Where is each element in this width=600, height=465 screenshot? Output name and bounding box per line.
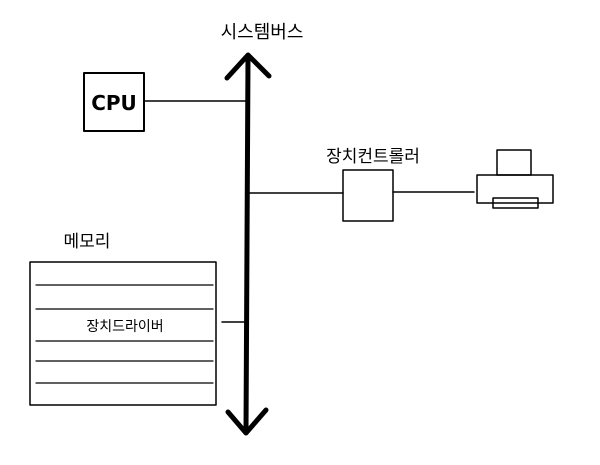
printer-icon <box>476 149 554 209</box>
cpu-label: CPU <box>91 91 137 115</box>
device-controller-label: 장치컨트롤러 <box>326 147 420 167</box>
cpu-box: CPU <box>83 72 145 132</box>
system-bus-label: 시스템버스 <box>221 22 304 43</box>
memory-label: 메모리 <box>64 232 111 252</box>
system-bus-arrow <box>224 52 272 436</box>
memory-block <box>29 261 217 406</box>
device-controller-box <box>342 169 394 222</box>
device-driver-label: 장치드라이버 <box>86 319 163 335</box>
